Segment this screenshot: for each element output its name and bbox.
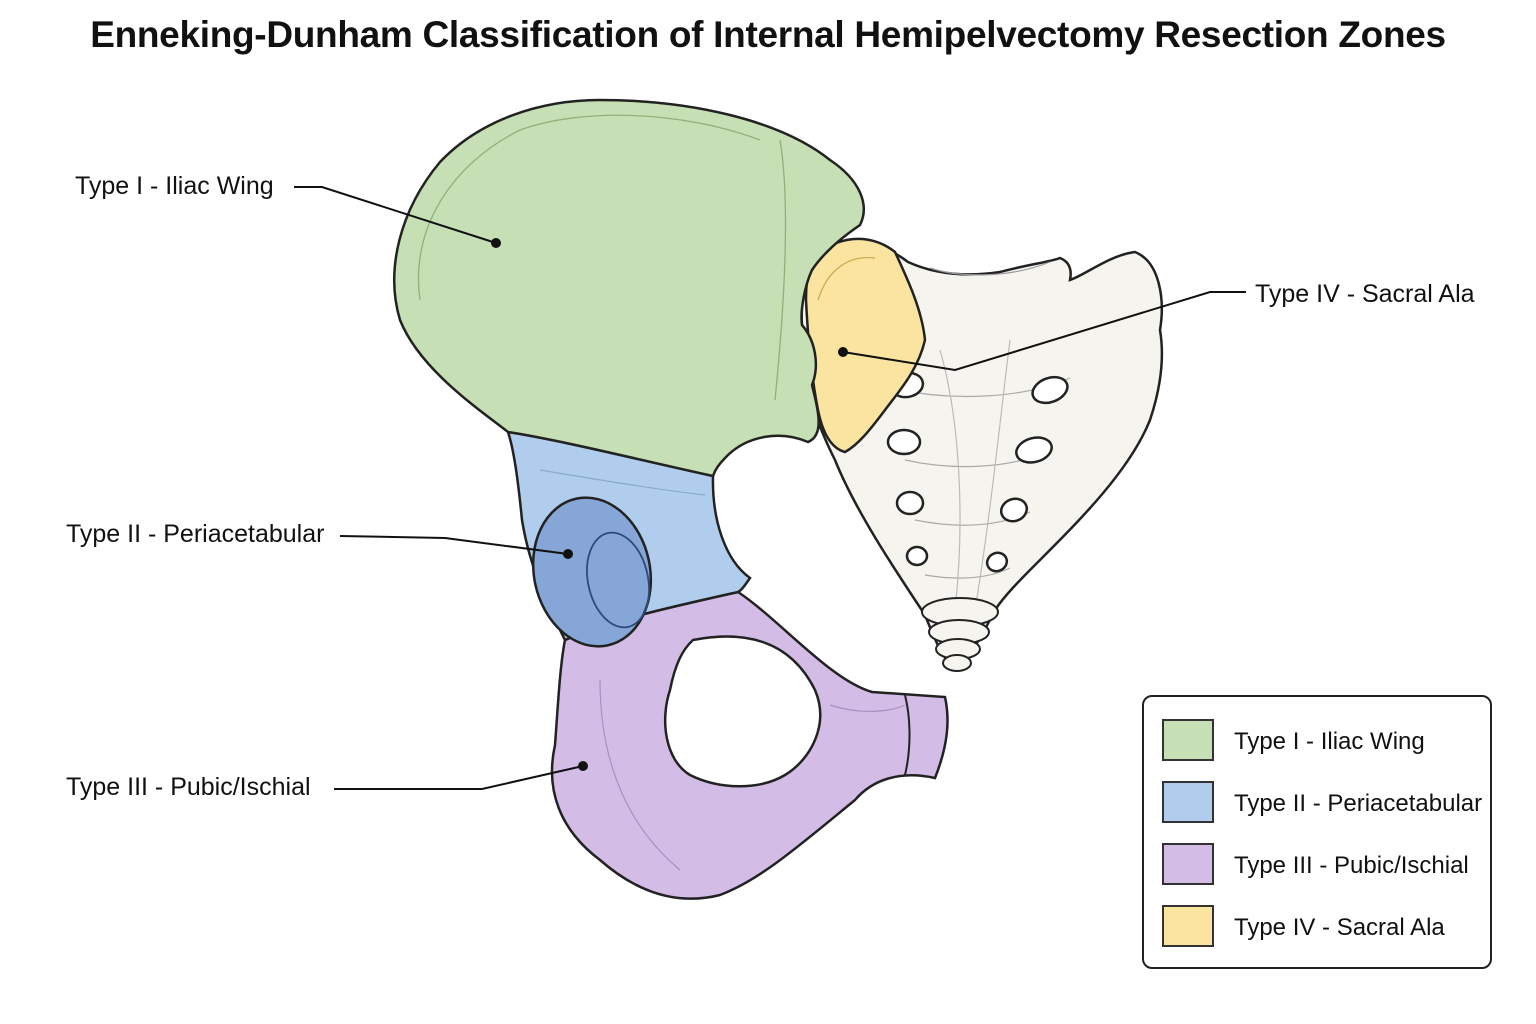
legend-item-type-ii: Type II - Periacetabular	[1162, 781, 1482, 825]
legend-item-type-iv: Type IV - Sacral Ala	[1162, 905, 1482, 949]
leader-line-type-ii	[339, 535, 569, 555]
leader-line-type-iv	[842, 291, 1246, 372]
callout-dot-type-i	[491, 238, 501, 248]
zone-type-iii-pubic-ischial	[550, 590, 949, 900]
legend-item-type-iii: Type III - Pubic/Ischial	[1162, 843, 1482, 887]
leader-line-type-i	[294, 186, 497, 244]
legend-label-type-iii: Type III - Pubic/Ischial	[1234, 852, 1469, 879]
legend-item-type-i: Type I - Iliac Wing	[1162, 719, 1482, 763]
acetabulum	[531, 496, 653, 648]
callout-type-iv: Type IV - Sacral Ala	[1255, 280, 1475, 308]
legend-label-type-i: Type I - Iliac Wing	[1234, 728, 1425, 755]
callout-type-iii: Type III - Pubic/Ischial	[66, 773, 311, 801]
callout-dot-type-iii	[578, 761, 588, 771]
legend: Type I - Iliac Wing Type II - Periacetab…	[1142, 695, 1492, 969]
callout-type-ii: Type II - Periacetabular	[66, 520, 325, 548]
callout-dot-type-iv	[838, 347, 848, 357]
callout-dot-type-ii	[563, 549, 573, 559]
callout-type-i: Type I - Iliac Wing	[75, 172, 274, 200]
zone-type-iv-sacral-ala	[804, 237, 927, 454]
legend-swatch-type-i	[1162, 719, 1214, 761]
legend-swatch-type-iii	[1162, 843, 1214, 885]
legend-swatch-type-ii	[1162, 781, 1214, 823]
zone-type-i-iliac-wing	[393, 98, 865, 478]
legend-label-type-iv: Type IV - Sacral Ala	[1234, 914, 1445, 941]
diagram-title: Enneking-Dunham Classification of Intern…	[90, 14, 1446, 55]
legend-label-type-ii: Type II - Periacetabular	[1234, 790, 1483, 817]
legend-swatch-type-iv	[1162, 905, 1214, 947]
leader-line-type-iii	[334, 765, 584, 790]
